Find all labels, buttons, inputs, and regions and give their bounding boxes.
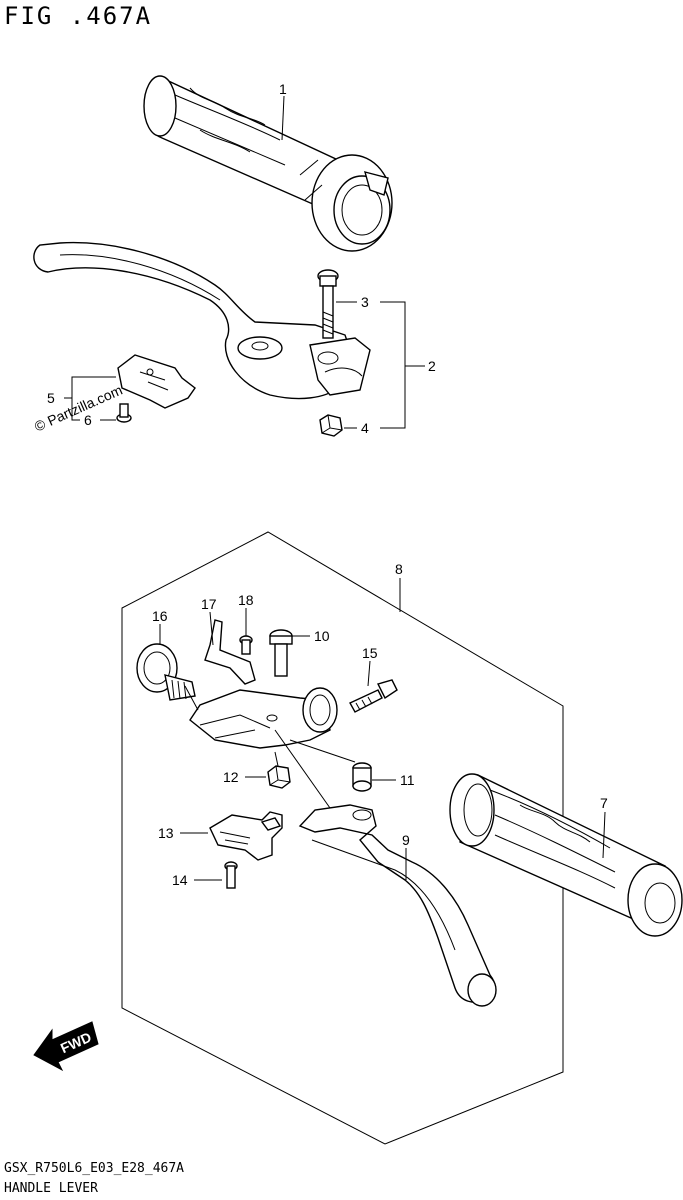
throttle-grip xyxy=(143,75,393,252)
bracket-screw xyxy=(239,635,253,655)
callout-8: 8 xyxy=(395,561,403,577)
choke-knob xyxy=(136,643,196,701)
callout-14: 14 xyxy=(172,872,188,888)
pivot-collar xyxy=(352,762,372,792)
upper-callout-lines xyxy=(64,95,425,429)
lever-nut-small xyxy=(267,765,291,789)
callout-18: 18 xyxy=(238,592,254,608)
callout-7: 7 xyxy=(600,795,608,811)
callout-11: 11 xyxy=(400,772,415,788)
figure-caption: HANDLE LEVER xyxy=(4,1181,98,1196)
clutch-lever-holder xyxy=(189,687,338,749)
clutch-switch xyxy=(209,811,283,861)
callout-15: 15 xyxy=(362,645,378,661)
callout-1: 1 xyxy=(279,81,287,97)
model-code: GSX_R750L6_E03_E28_467A xyxy=(4,1161,185,1176)
figure-title: FIG .467A xyxy=(4,2,153,30)
callout-13: 13 xyxy=(158,825,174,841)
lever-nut xyxy=(319,414,343,437)
clutch-pivot-bolt xyxy=(269,629,293,677)
callout-17: 17 xyxy=(201,596,217,612)
callout-2: 2 xyxy=(428,358,436,374)
callout-4: 4 xyxy=(361,420,369,436)
fwd-arrow-icon: FWD xyxy=(33,1021,99,1072)
callout-3: 3 xyxy=(361,294,369,310)
callout-12: 12 xyxy=(223,769,239,785)
callout-10: 10 xyxy=(314,628,330,644)
lever-pivot-bolt xyxy=(317,269,339,339)
switch-screw xyxy=(116,403,132,423)
switch-mount-screw xyxy=(224,861,238,889)
brake-lever xyxy=(33,241,371,400)
left-grip xyxy=(449,773,683,937)
front-brake-switch xyxy=(117,354,196,409)
callout-5: 5 xyxy=(47,390,55,406)
kit-outline xyxy=(121,531,564,1145)
callout-9: 9 xyxy=(402,832,410,848)
callout-6: 6 xyxy=(84,412,92,428)
clutch-bracket xyxy=(204,619,256,685)
callout-labels: 1 2 3 4 5 6 7 8 9 10 11 12 13 14 15 16 1… xyxy=(47,81,608,888)
holder-bolt xyxy=(349,679,398,713)
callout-16: 16 xyxy=(152,608,168,624)
clutch-lever xyxy=(298,804,497,1007)
lower-callout-lines xyxy=(159,578,606,881)
